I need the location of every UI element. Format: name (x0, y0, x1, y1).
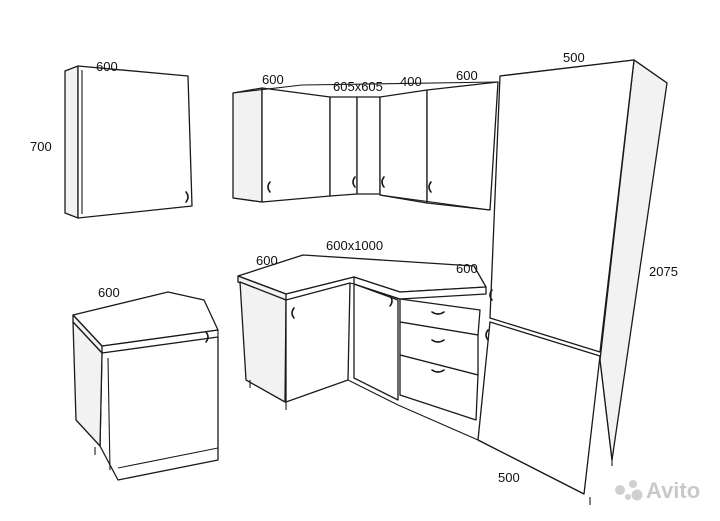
door-handle-icon (489, 289, 493, 301)
door-handle-icon (267, 181, 271, 193)
tall-cabinet (477, 59, 668, 505)
dim-wall-single-width: 600 (96, 59, 118, 74)
dim-upper-corner: 605x605 (333, 79, 383, 94)
door-handle-icon (381, 176, 385, 188)
dim-base-corner: 600x1000 (326, 238, 383, 253)
door-handle-icon (205, 331, 209, 343)
base-cabinets (237, 254, 487, 441)
door-handle-icon (352, 176, 356, 188)
door-handle-icon (389, 295, 393, 307)
dim-base-right-width: 600 (456, 261, 478, 276)
drawer-handle-icon (431, 369, 445, 373)
dim-upper-mid-width: 400 (400, 74, 422, 89)
dim-base-left-width: 600 (256, 253, 278, 268)
dim-tall-width: 500 (563, 50, 585, 65)
dim-upper-left-width: 600 (262, 72, 284, 87)
dim-tall-depth: 500 (498, 470, 520, 485)
drawer-handle-icon (431, 311, 445, 315)
watermark-text: Avito (646, 478, 700, 503)
dim-wall-single-height: 700 (30, 139, 52, 154)
door-handle-icon (185, 191, 189, 203)
upper-cabinets (232, 81, 499, 211)
avito-watermark: Avito (615, 478, 700, 503)
door-handle-icon (291, 307, 295, 319)
door-handle-icon (485, 329, 489, 341)
base-cabinet-single (72, 291, 219, 481)
door-handle-icon (428, 181, 432, 193)
drawer-handle-icon (431, 339, 445, 343)
wall-cabinet-single (64, 65, 193, 219)
dim-base-single-width: 600 (98, 285, 120, 300)
dim-upper-right-width: 600 (456, 68, 478, 83)
avito-logo-icon (615, 480, 643, 501)
dim-tall-height: 2075 (649, 264, 678, 279)
